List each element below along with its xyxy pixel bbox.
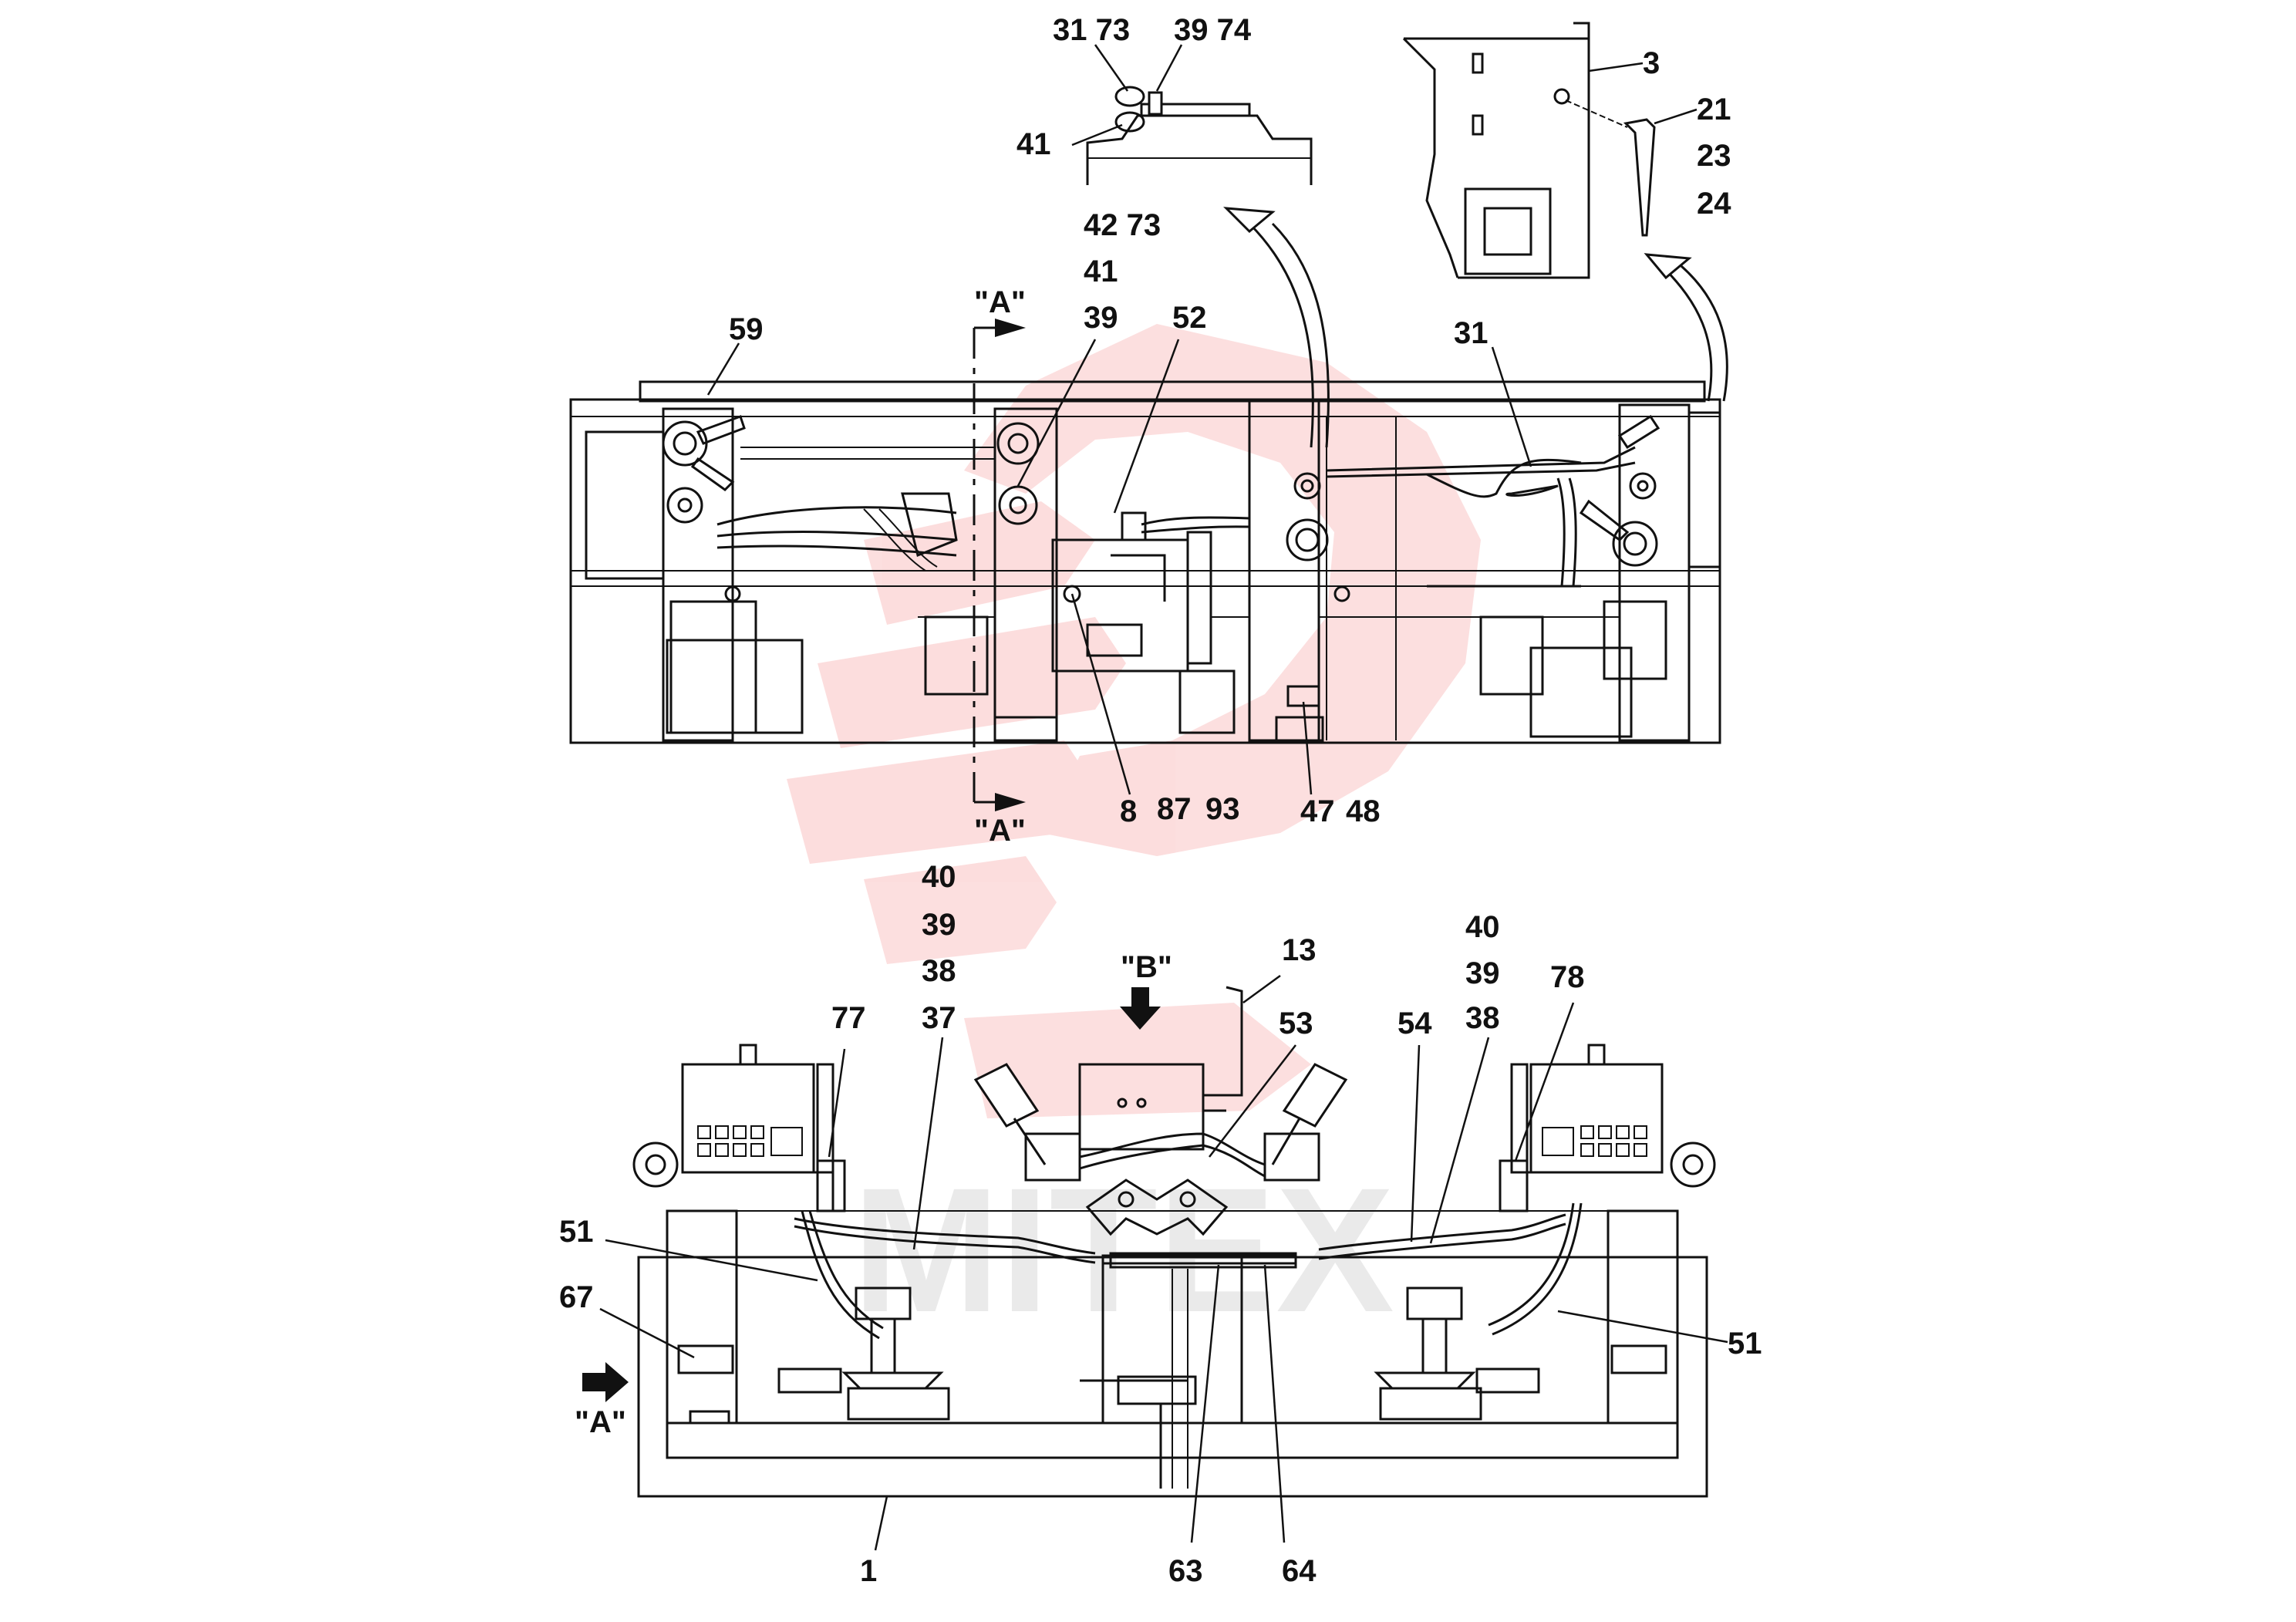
callout-39-right: 39 [1465, 956, 1500, 990]
callout-3: 3 [1643, 46, 1660, 80]
callout-37: 37 [922, 1001, 956, 1035]
elevation-view [632, 986, 1716, 1498]
callout-63: 63 [1168, 1554, 1203, 1588]
right-panel-keys [1542, 1125, 1647, 1157]
callout-78: 78 [1550, 960, 1585, 994]
detail-fitting-leaders [1071, 44, 1183, 147]
callout-38-right: 38 [1465, 1001, 1500, 1035]
callout-41: 41 [1084, 255, 1118, 288]
callout-24: 24 [1697, 187, 1731, 221]
plan-view [569, 380, 1721, 744]
callout-39: 39 [1084, 301, 1118, 335]
callout-87: 87 [1157, 792, 1192, 826]
callout-1: 1 [860, 1554, 877, 1588]
callout-41-detail: 41 [1017, 127, 1051, 161]
callout-54: 54 [1397, 1007, 1432, 1040]
view-label-a-top: "A" [974, 285, 1026, 319]
watermark-text: MITEX [852, 1151, 1394, 1349]
view-label-b: "B" [1121, 950, 1172, 984]
callout-47: 47 [1300, 794, 1335, 828]
left-panel-keys [697, 1125, 803, 1157]
direction-arrows [582, 987, 1161, 1402]
section-line-a [973, 319, 1026, 811]
callout-67: 67 [559, 1280, 594, 1314]
callout-31-73: 31 73 [1053, 13, 1130, 47]
view-label-a-elevation: "A" [575, 1405, 626, 1439]
callout-21: 21 [1697, 93, 1731, 126]
callout-8: 8 [1120, 794, 1137, 828]
callout-51-right: 51 [1728, 1327, 1762, 1361]
callout-59: 59 [729, 312, 764, 346]
detail-fitting [1086, 86, 1313, 185]
detail-pin-leaders [1588, 62, 1698, 125]
curved-arrows [1223, 207, 1728, 448]
callout-52: 52 [1172, 301, 1207, 335]
callout-23: 23 [1697, 139, 1731, 173]
callout-39-74: 39 74 [1174, 13, 1252, 47]
callout-48: 48 [1346, 794, 1381, 828]
view-label-a-bottom: "A" [974, 814, 1026, 848]
callout-51-left: 51 [559, 1215, 594, 1249]
detail-pin [1402, 22, 1656, 279]
callout-64: 64 [1282, 1554, 1317, 1588]
callout-31: 31 [1454, 316, 1489, 350]
callout-77: 77 [831, 1001, 866, 1035]
callout-38-left: 38 [922, 954, 956, 988]
leader-lines [599, 339, 1728, 1551]
callout-53: 53 [1279, 1007, 1313, 1040]
watermark-logo [787, 324, 1481, 1118]
callout-13: 13 [1282, 933, 1317, 967]
callout-93: 93 [1205, 792, 1240, 826]
callout-39-left: 39 [922, 908, 956, 942]
callout-40-right: 40 [1465, 910, 1500, 944]
callout-40-left: 40 [922, 860, 956, 894]
callout-labels: 31 73 39 74 41 3 21 23 24 42 73 41 39 52… [559, 13, 1762, 1588]
callout-42-73: 42 73 [1084, 208, 1161, 242]
